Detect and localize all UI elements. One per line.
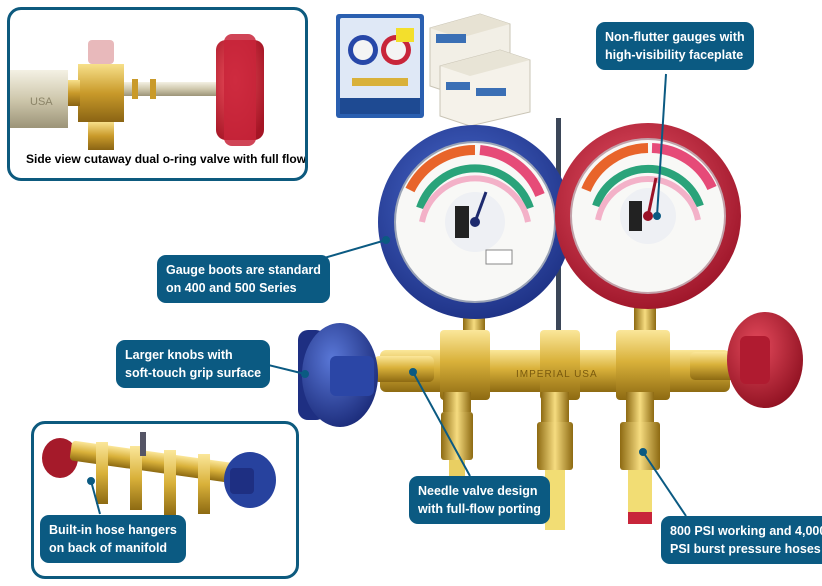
- blue-valve-knob: [298, 323, 378, 427]
- low-side-gauge: [378, 125, 572, 319]
- callout-larger-knobs: Larger knobs with soft-touch grip surfac…: [116, 340, 271, 388]
- callout-line: Gauge boots are standard: [166, 263, 321, 277]
- callout-line: Larger knobs with: [125, 348, 233, 362]
- callout-line: on back of manifold: [49, 541, 168, 555]
- callout-pressure-hoses: 800 PSI working and 4,000 PSI burst pres…: [661, 516, 822, 564]
- callout-line: Non-flutter gauges with: [605, 30, 745, 44]
- high-side-gauge: [555, 123, 741, 309]
- manifold-stamp: IMPERIAL USA: [516, 369, 598, 380]
- callout-line: Built-in hose hangers: [49, 523, 177, 537]
- red-valve-knob: [727, 312, 803, 408]
- callout-line: 800 PSI working and 4,000: [670, 524, 822, 538]
- callout-needle-valve: Needle valve design with full-flow porti…: [409, 476, 550, 524]
- callout-hose-hangers: Built-in hose hangers on back of manifol…: [40, 515, 186, 563]
- manifold-back-illustration: [42, 432, 276, 516]
- callout-line: soft-touch grip surface: [125, 366, 262, 380]
- callout-line: PSI burst pressure hoses: [670, 542, 821, 556]
- manifold-body: [380, 350, 730, 392]
- product-boxes-image: [429, 13, 531, 127]
- valve-cutaway-inset: USA Side view cutaway dual o-ring valve …: [7, 7, 308, 181]
- valve-cutaway-illustration: USA: [10, 34, 264, 150]
- callout-gauge-boots: Gauge boots are standard on 400 and 500 …: [157, 255, 330, 303]
- svg-text:USA: USA: [30, 96, 53, 108]
- callout-non-flutter-gauges: Non-flutter gauges with high-visibility …: [596, 22, 754, 70]
- callout-line: on 400 and 500 Series: [166, 281, 297, 295]
- callout-line: with full-flow porting: [418, 502, 541, 516]
- valve-cutaway-caption: Side view cutaway dual o-ring valve with…: [26, 152, 307, 166]
- callout-line: high-visibility faceplate: [605, 48, 744, 62]
- blister-pack-image: [336, 14, 424, 118]
- callout-line: Needle valve design: [418, 484, 538, 498]
